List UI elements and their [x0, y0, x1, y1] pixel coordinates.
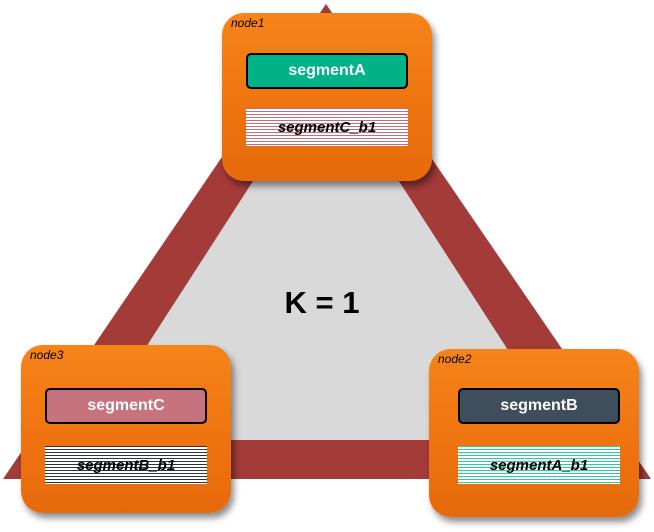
node1-label: node1	[231, 16, 265, 30]
segmentA-b1-backup-block: segmentA_b1	[458, 446, 620, 484]
segmentB-b1-backup-block: segmentB_b1	[45, 446, 207, 484]
segmentA-primary-block: segmentA	[246, 53, 408, 89]
node3-label: node3	[30, 348, 64, 362]
segmentC-primary-block: segmentC	[45, 388, 207, 424]
node3-box: node3 segmentC segmentB_b1	[21, 345, 231, 513]
node1-box: node1 segmentA segmentC_b1	[222, 13, 432, 181]
segmentC-b1-backup-block: segmentC_b1	[246, 108, 408, 146]
node2-box: node2 segmentB segmentA_b1	[429, 349, 639, 517]
node2-label: node2	[438, 352, 472, 366]
segmentB-primary-block: segmentB	[458, 388, 620, 424]
k-value-label: K = 1	[284, 285, 360, 320]
